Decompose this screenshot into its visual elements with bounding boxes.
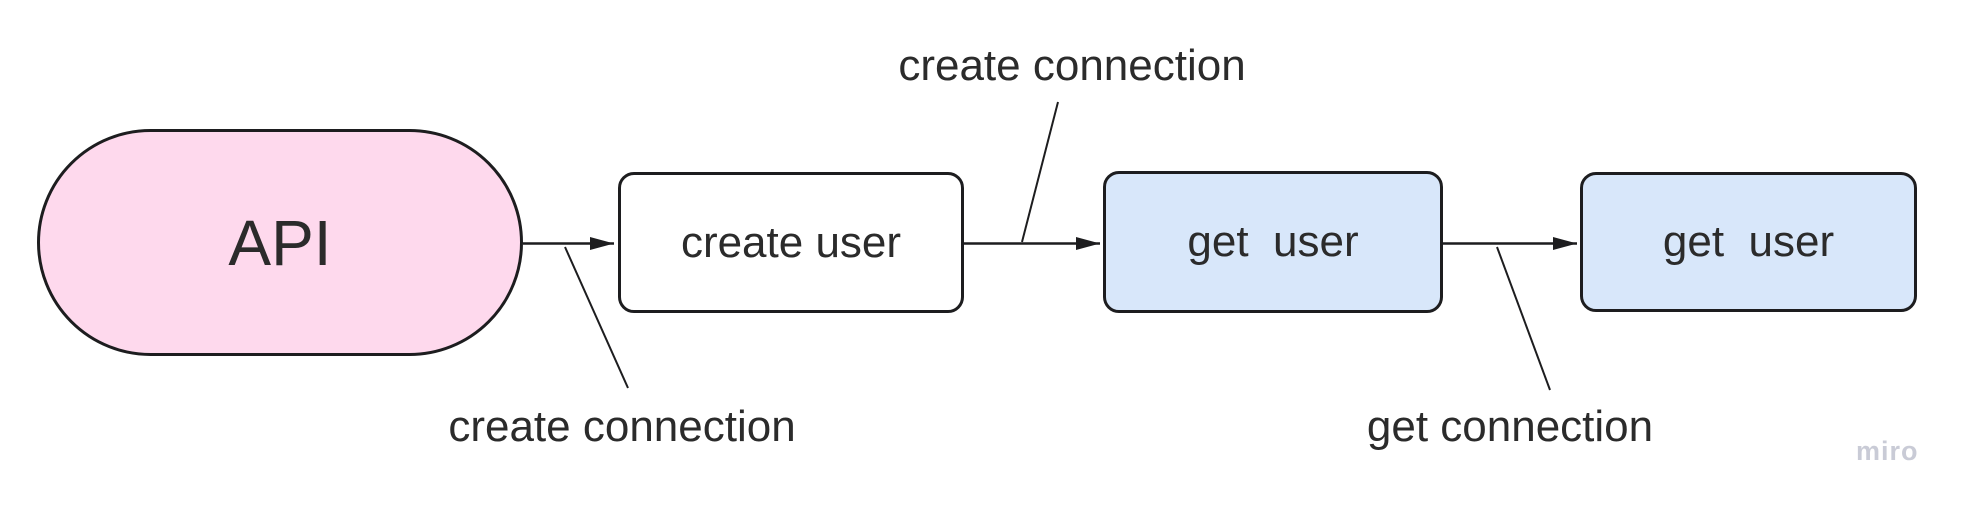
leader-line-get-connection-bottom-right [1496,246,1551,391]
node-create-user-label: create user [680,217,902,267]
edge-label-get-connection-bottom-right[interactable]: get connection [1366,402,1654,451]
leader-line-create-connection-top [1021,101,1059,243]
node-api[interactable]: API [37,129,523,356]
edge-label-create-connection-bottom-left[interactable]: create connection [448,402,796,451]
node-get-user-2[interactable]: get user [1580,172,1917,312]
node-api-label: API [228,206,332,279]
node-create-user[interactable]: create user [618,172,964,313]
node-get-user-1-label: get user [1187,217,1359,266]
node-get-user-1[interactable]: get user [1103,171,1443,313]
edge-label-create-connection-top[interactable]: create connection [898,41,1246,90]
leader-line-create-connection-bottom-left [564,246,629,389]
node-get-user-2-label: get user [1662,217,1835,266]
miro-watermark: miro [1856,436,1919,466]
